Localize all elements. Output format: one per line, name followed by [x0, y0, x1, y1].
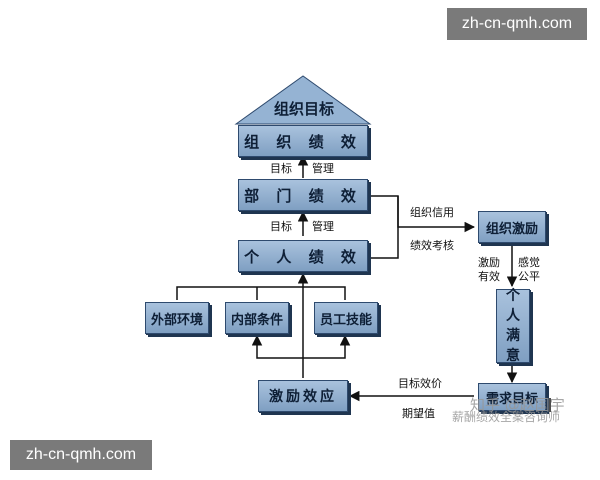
arrow-to-internal [251, 334, 303, 359]
label-fair-1: 感觉 [518, 256, 540, 269]
zhihu-watermark: 知乎 @赵国宇 [470, 396, 565, 414]
label-goal-value: 目标效价 [398, 377, 442, 390]
watermark-bottom-left: zh-cn-qmh.com [10, 440, 152, 470]
label-incentive-1: 激励 [478, 256, 500, 269]
org-incentive-box: 组织激励 [478, 211, 546, 243]
satisfaction-char-1: 个 [506, 288, 520, 304]
satisfaction-char-3: 满 [506, 328, 520, 344]
label-mgmt-2: 管理 [312, 220, 334, 233]
arrow-to-skill [303, 334, 351, 359]
label-expectation: 期望值 [402, 407, 435, 420]
satisfaction-char-4: 意 [506, 348, 520, 364]
factor-connector-top [176, 286, 346, 300]
label-goal-2: 目标 [270, 220, 292, 233]
org-goal-title: 组织目标 [273, 100, 334, 118]
label-mgmt-1: 管理 [312, 162, 334, 175]
label-fair-2: 公平 [518, 270, 540, 283]
org-performance-box: 组 织 绩 效 [238, 125, 368, 157]
watermark-top-right: zh-cn-qmh.com [447, 8, 587, 40]
incentive-effect-box: 激励效应 [258, 380, 348, 412]
label-incentive-2: 有效 [478, 270, 500, 283]
needs-goal-box: 需求目标 [478, 383, 546, 411]
dept-performance-box: 部 门 绩 效 [238, 179, 368, 211]
external-env-box: 外部环境 [145, 302, 209, 334]
label-org-credit: 组织信用 [410, 206, 454, 219]
internal-cond-box: 内部条件 [225, 302, 289, 334]
satisfaction-box: 个 人 满 意 [496, 286, 530, 366]
roof-shape [234, 75, 372, 125]
indiv-performance-box: 个 人 绩 效 [238, 240, 368, 272]
label-perf-assess: 绩效考核 [410, 239, 454, 252]
label-goal-1: 目标 [270, 162, 292, 175]
staff-skill-box: 员工技能 [314, 302, 378, 334]
zhihu-watermark-sub: 薪酬绩效全案咨询师 [452, 410, 561, 424]
bracket-indiv [368, 196, 399, 259]
satisfaction-char-2: 人 [506, 308, 520, 324]
satisfaction-text: 个 人 满 意 [506, 286, 520, 366]
